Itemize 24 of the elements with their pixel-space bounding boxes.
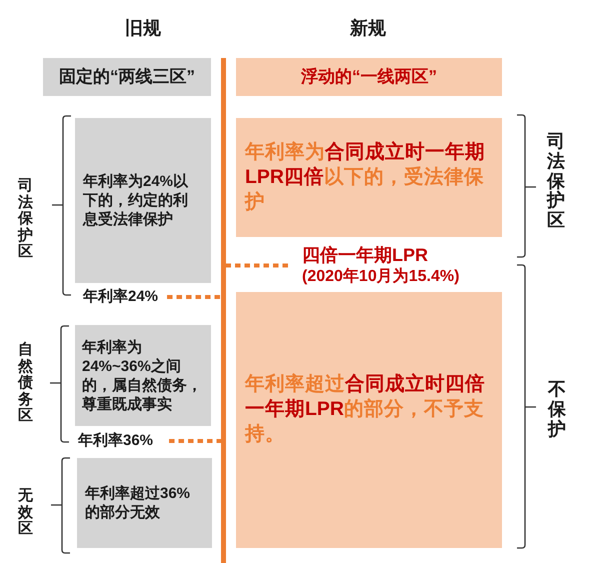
threshold-label: 年利率36% (78, 431, 154, 451)
header-box (43, 58, 211, 96)
zone-label: 不保护 (548, 380, 566, 440)
dotted-connector (226, 264, 288, 268)
zone-label: 司法保护区 (547, 132, 565, 231)
rule-text: 年利率超过合同成立时四倍一年期LPR的部分，不予支持。 (245, 372, 486, 446)
dotted-connector (169, 439, 221, 443)
rule-text: 年利率为24%~36%之间的，属自然债务，尊重既成事实 (82, 338, 203, 414)
zone-label: 无效区 (18, 488, 33, 538)
column-heading: 新规 (348, 17, 387, 39)
rule-text: 年利率为合同成立时一年期LPR四倍以下的，受法律保护 (245, 140, 486, 215)
threshold-label: 年利率24% (83, 287, 158, 307)
zone-label: 司法保护区 (18, 178, 33, 260)
column-heading: 旧规 (124, 17, 162, 39)
dotted-connector (167, 295, 221, 299)
header-text: 浮动的“一线两区” (301, 66, 437, 88)
threshold-note: (2020年10月为15.4%) (302, 266, 460, 287)
divider-bar (221, 58, 226, 563)
rule-text: 年利率超过36%的部分无效 (85, 484, 192, 522)
threshold-label: 四倍一年期LPR (302, 244, 428, 266)
rule-text: 年利率为24%以下的，约定的利息受法律保护 (83, 172, 190, 229)
header-box (236, 58, 502, 96)
header-text: 固定的“两线三区” (59, 66, 195, 88)
zone-label: 自然债务区 (18, 342, 33, 424)
